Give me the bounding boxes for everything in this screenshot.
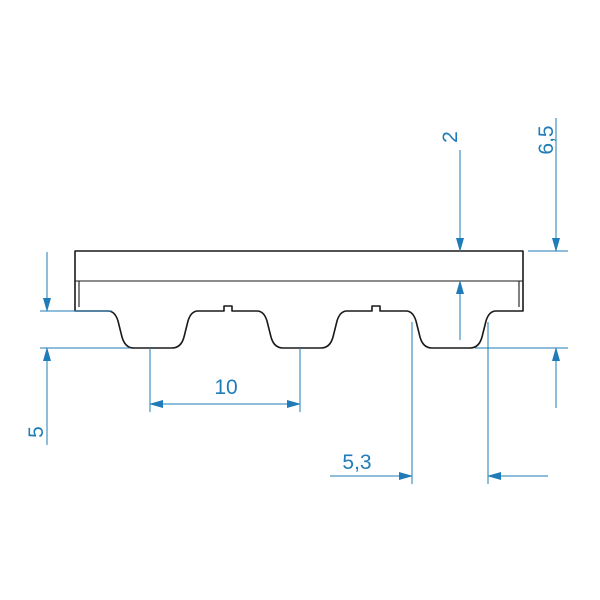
dimension-tooth-width: 5,3 bbox=[330, 322, 548, 484]
belt-outline bbox=[74, 250, 524, 349]
tooth-width-label: 5,3 bbox=[342, 451, 371, 474]
dimension-pitch: 10 bbox=[149, 348, 301, 412]
dimension-belt-thickness: 6,5 bbox=[475, 118, 568, 408]
belt-thickness-label: 6,5 bbox=[535, 125, 558, 154]
pitch-label: 10 bbox=[214, 376, 237, 399]
backing-thickness-label: 2 bbox=[439, 131, 462, 143]
tooth-height-label: 5 bbox=[25, 426, 48, 438]
dimension-tooth-height: 5 bbox=[25, 252, 130, 445]
belt-profile bbox=[74, 250, 524, 349]
dimension-backing-thickness: 2 bbox=[439, 131, 464, 340]
